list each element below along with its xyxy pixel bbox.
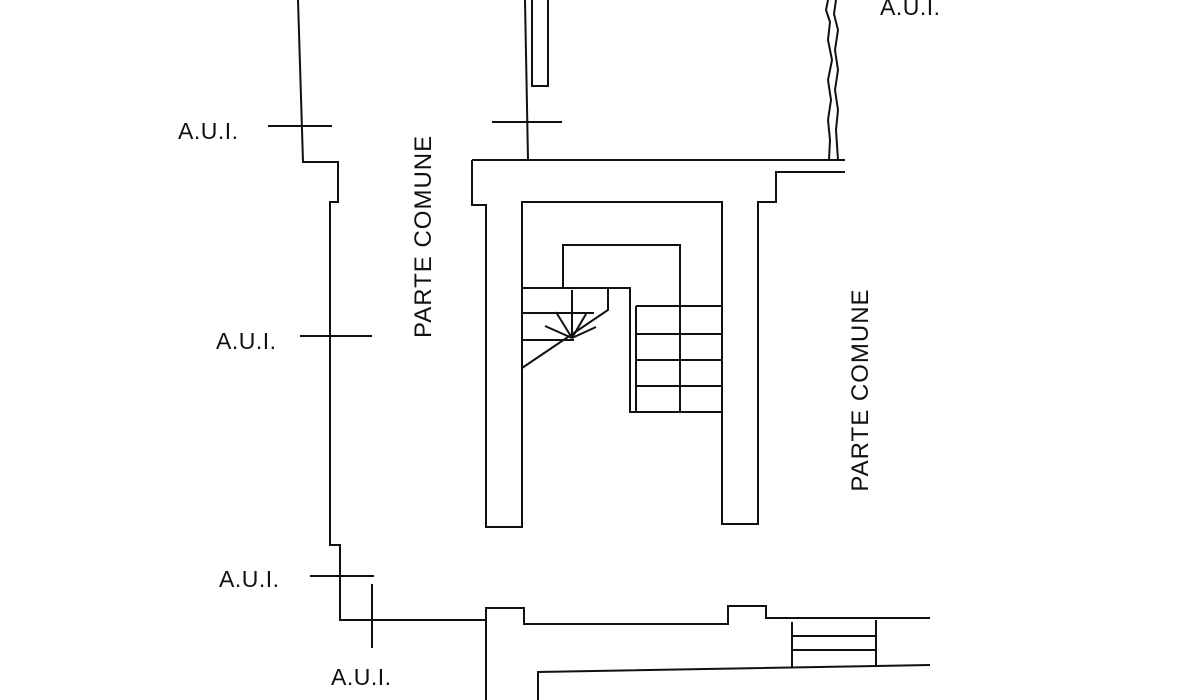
- upper-room-pillar: [531, 0, 549, 87]
- upper-room-right-wall: [824, 0, 834, 161]
- bottom-room-stair: [791, 620, 877, 668]
- bottom-room-inner-wall: [537, 664, 931, 700]
- stair-winder: [571, 313, 587, 339]
- left-outer-wall: [297, 0, 486, 621]
- aui-label-left-bottom: A.U.I.: [219, 566, 280, 592]
- stair-core-outline: [471, 160, 845, 528]
- upper-room-left-wall: [524, 0, 529, 161]
- stair-winder: [544, 325, 573, 339]
- aui-label-top-right: A.U.I.: [880, 0, 941, 20]
- stair-inner-rail: [562, 244, 681, 412]
- upper-room-right-wall-inner: [832, 0, 840, 161]
- stair-right-flight-box: [608, 287, 722, 413]
- aui-label-left-top: A.U.I.: [178, 118, 239, 144]
- parte-comune-label-right: PARTE COMUNE: [847, 288, 874, 492]
- stair-winder: [571, 326, 597, 339]
- parte-comune-label-left: PARTE COMUNE: [410, 134, 437, 338]
- aui-label-bottom: A.U.I.: [331, 664, 392, 690]
- aui-label-left-middle: A.U.I.: [216, 328, 277, 354]
- stair-winder: [555, 311, 573, 339]
- bottom-room-wall: [485, 605, 930, 700]
